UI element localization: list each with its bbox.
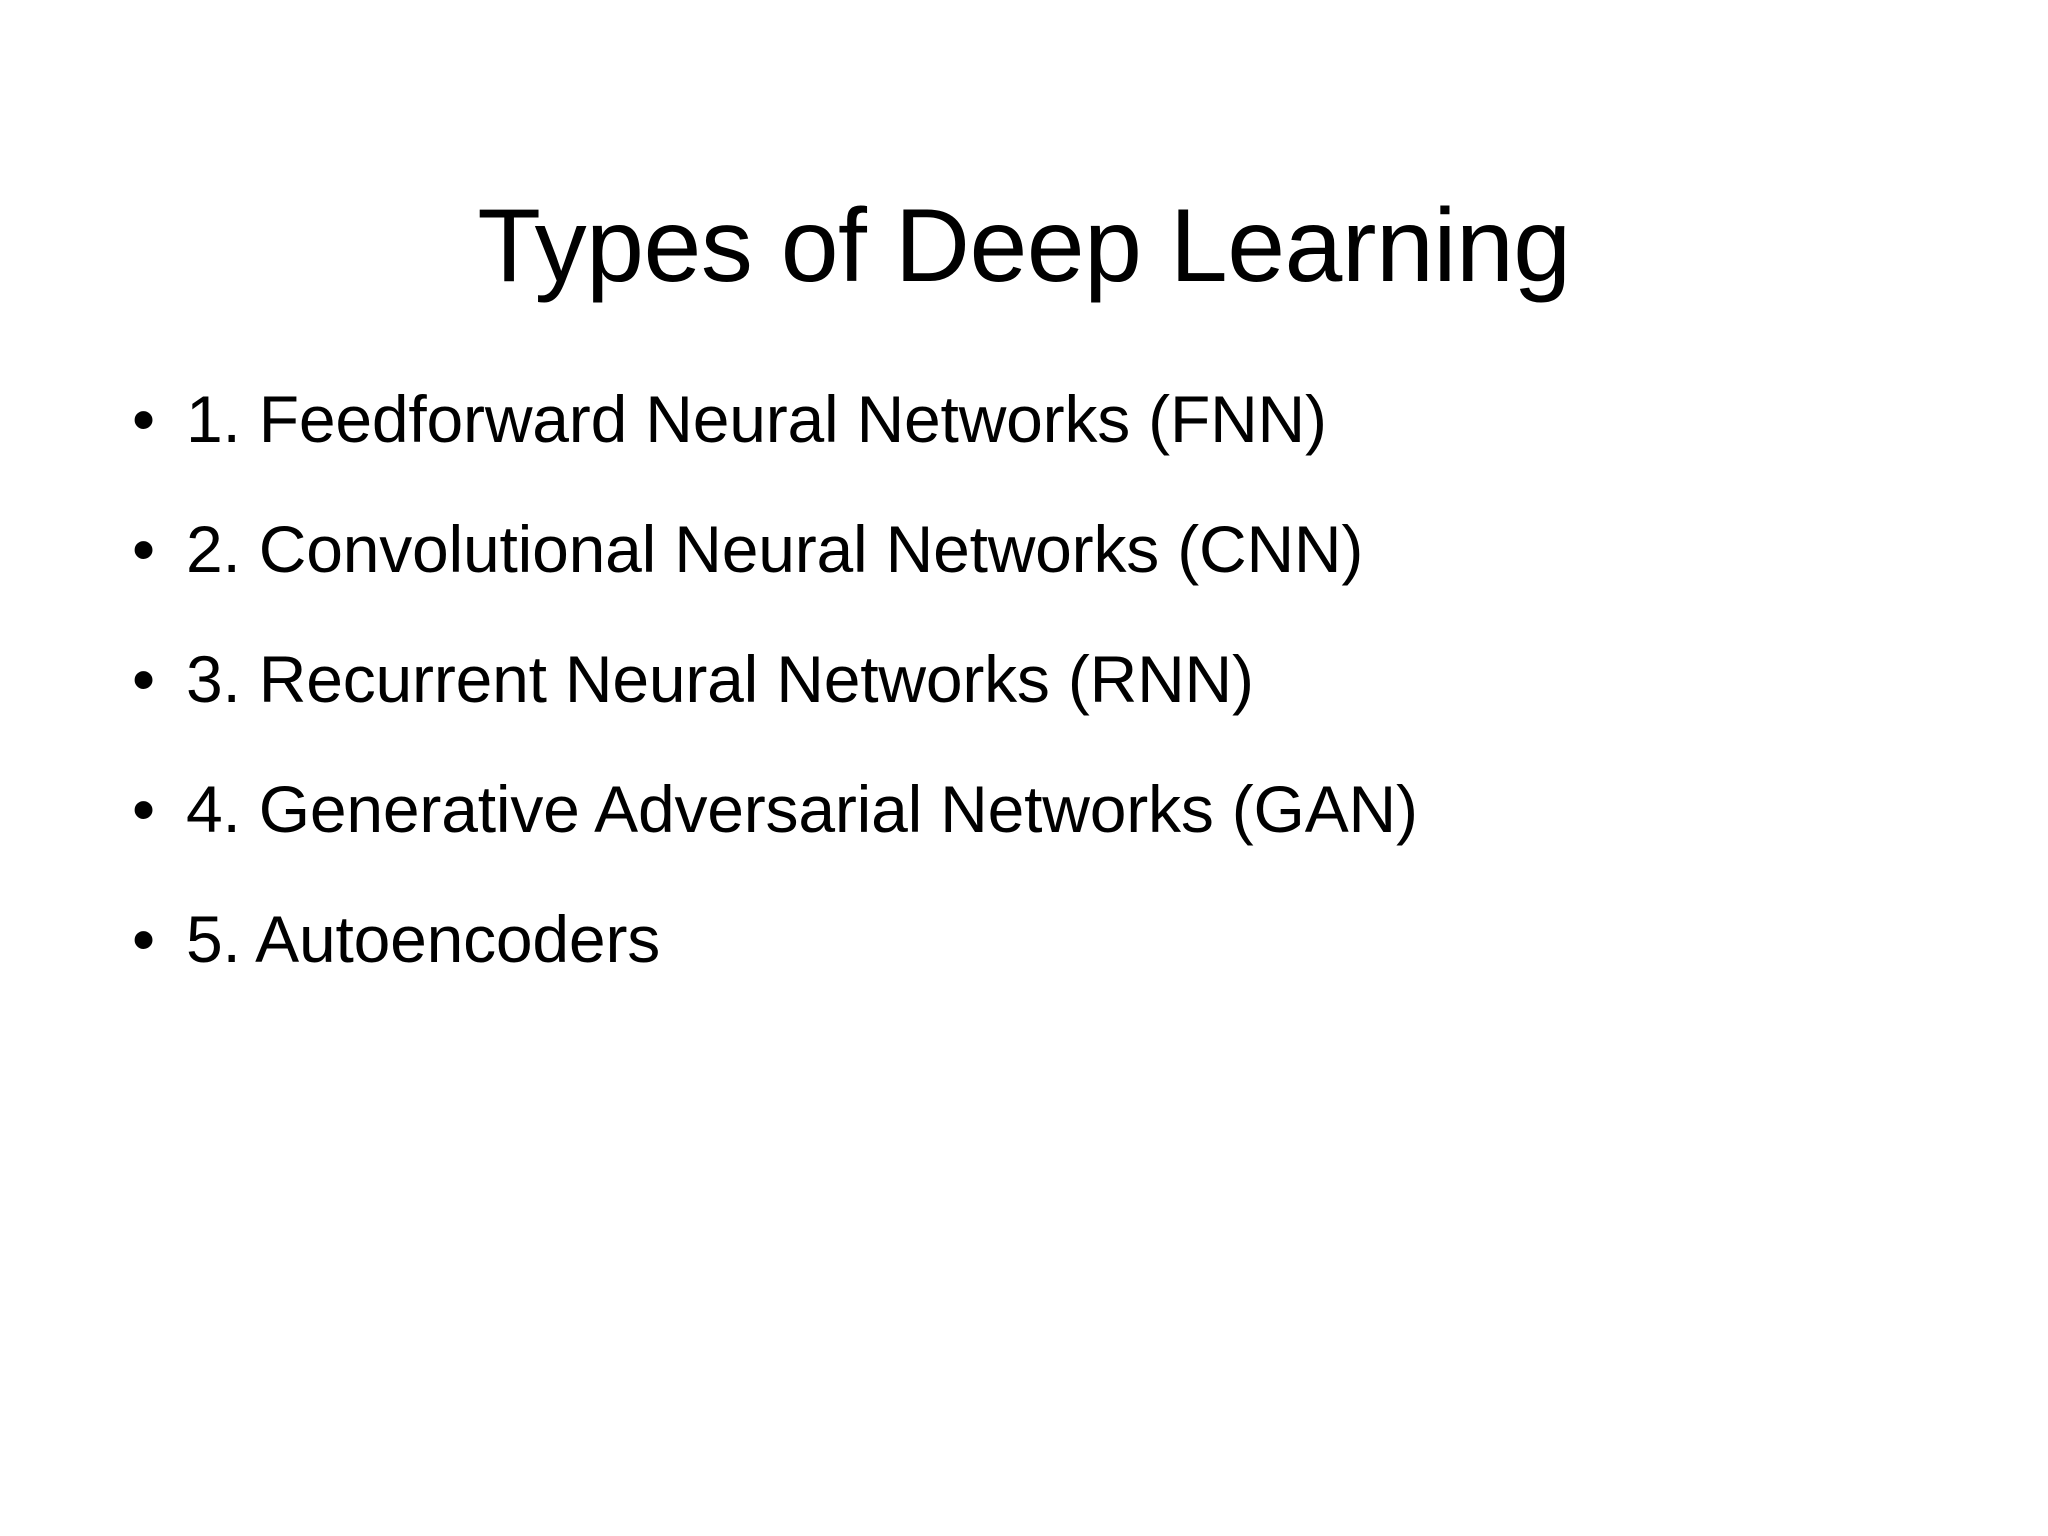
list-item-label: 1. Feedforward Neural Networks (FNN) bbox=[186, 382, 1327, 456]
list-item-label: 3. Recurrent Neural Networks (RNN) bbox=[186, 642, 1254, 716]
list-item[interactable]: • 4. Generative Adversarial Networks (GA… bbox=[118, 766, 1938, 896]
slide-title-block: Types of Deep Learning bbox=[0, 118, 2048, 374]
bullet-point-icon: • bbox=[132, 902, 156, 976]
bullet-point-icon: • bbox=[132, 382, 156, 456]
list-item-label: 5. Autoencoders bbox=[186, 902, 661, 976]
list-item[interactable]: • 3. Recurrent Neural Networks (RNN) bbox=[118, 636, 1938, 766]
page-title: Types of Deep Learning bbox=[477, 187, 1571, 304]
list-item-label: 2. Convolutional Neural Networks (CNN) bbox=[186, 512, 1364, 586]
list-item[interactable]: • 2. Convolutional Neural Networks (CNN) bbox=[118, 506, 1938, 636]
bullet-point-icon: • bbox=[132, 642, 156, 716]
bullet-list: • 1. Feedforward Neural Networks (FNN) •… bbox=[118, 376, 1938, 1026]
bullet-point-icon: • bbox=[132, 512, 156, 586]
bullet-point-icon: • bbox=[132, 772, 156, 846]
list-item[interactable]: • 5. Autoencoders bbox=[118, 896, 1938, 1026]
list-item-label: 4. Generative Adversarial Networks (GAN) bbox=[186, 772, 1418, 846]
list-item[interactable]: • 1. Feedforward Neural Networks (FNN) bbox=[118, 376, 1938, 506]
